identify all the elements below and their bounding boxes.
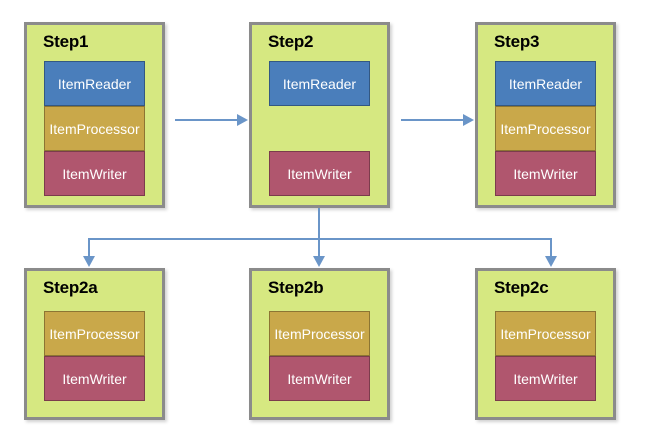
component-stack-step3: ItemReader ItemProcessor ItemWriter <box>495 61 596 196</box>
component-item-writer-step2c[interactable]: ItemWriter <box>495 356 596 401</box>
connector-step2-to-step3-line <box>401 119 465 121</box>
component-stack-step2b: ItemProcessor ItemWriter <box>269 311 370 401</box>
component-slot-empty-step2 <box>269 106 370 151</box>
step-title-step2b: Step2b <box>268 278 324 297</box>
component-item-reader-step2[interactable]: ItemReader <box>269 61 370 106</box>
component-item-writer-step2b[interactable]: ItemWriter <box>269 356 370 401</box>
connector-step2-branch-trunk <box>318 208 320 240</box>
connector-step1-to-step2-arrowhead <box>237 114 248 126</box>
step-title-step2: Step2 <box>268 32 314 51</box>
connector-to-step2a-line <box>88 238 90 258</box>
step-box-step2[interactable]: Step2 ItemReader ItemWriter <box>249 22 390 208</box>
connector-step2-to-step3-arrowhead <box>463 114 474 126</box>
component-item-reader-step3[interactable]: ItemReader <box>495 61 596 106</box>
component-item-writer-step2a[interactable]: ItemWriter <box>44 356 145 401</box>
component-item-processor-step2b[interactable]: ItemProcessor <box>269 311 370 356</box>
component-item-writer-step2[interactable]: ItemWriter <box>269 151 370 196</box>
connector-branch-bus <box>88 238 552 240</box>
step-box-step2a[interactable]: Step2a ItemProcessor ItemWriter <box>24 268 165 420</box>
component-item-processor-step2a[interactable]: ItemProcessor <box>44 311 145 356</box>
component-item-writer-step1[interactable]: ItemWriter <box>44 151 145 196</box>
component-stack-step2c: ItemProcessor ItemWriter <box>495 311 596 401</box>
connector-to-step2c-arrowhead <box>545 256 557 267</box>
connector-to-step2b-arrowhead <box>313 256 325 267</box>
step-box-step2c[interactable]: Step2c ItemProcessor ItemWriter <box>475 268 616 420</box>
step-title-step3: Step3 <box>494 32 540 51</box>
connector-to-step2c-line <box>550 238 552 258</box>
step-box-step2b[interactable]: Step2b ItemProcessor ItemWriter <box>249 268 390 420</box>
component-item-processor-step3[interactable]: ItemProcessor <box>495 106 596 151</box>
connector-step1-to-step2-line <box>175 119 239 121</box>
step-box-step1[interactable]: Step1 ItemReader ItemProcessor ItemWrite… <box>24 22 165 208</box>
connector-to-step2a-arrowhead <box>83 256 95 267</box>
component-stack-step2a: ItemProcessor ItemWriter <box>44 311 145 401</box>
step-title-step2c: Step2c <box>494 278 549 297</box>
component-item-reader-step1[interactable]: ItemReader <box>44 61 145 106</box>
step-box-step3[interactable]: Step3 ItemReader ItemProcessor ItemWrite… <box>475 22 616 208</box>
component-stack-step2: ItemReader ItemWriter <box>269 61 370 196</box>
step-title-step2a: Step2a <box>43 278 98 297</box>
step-title-step1: Step1 <box>43 32 89 51</box>
connector-to-step2b-line <box>318 238 320 258</box>
component-item-writer-step3[interactable]: ItemWriter <box>495 151 596 196</box>
component-item-processor-step2c[interactable]: ItemProcessor <box>495 311 596 356</box>
component-stack-step1: ItemReader ItemProcessor ItemWriter <box>44 61 145 196</box>
component-item-processor-step1[interactable]: ItemProcessor <box>44 106 145 151</box>
